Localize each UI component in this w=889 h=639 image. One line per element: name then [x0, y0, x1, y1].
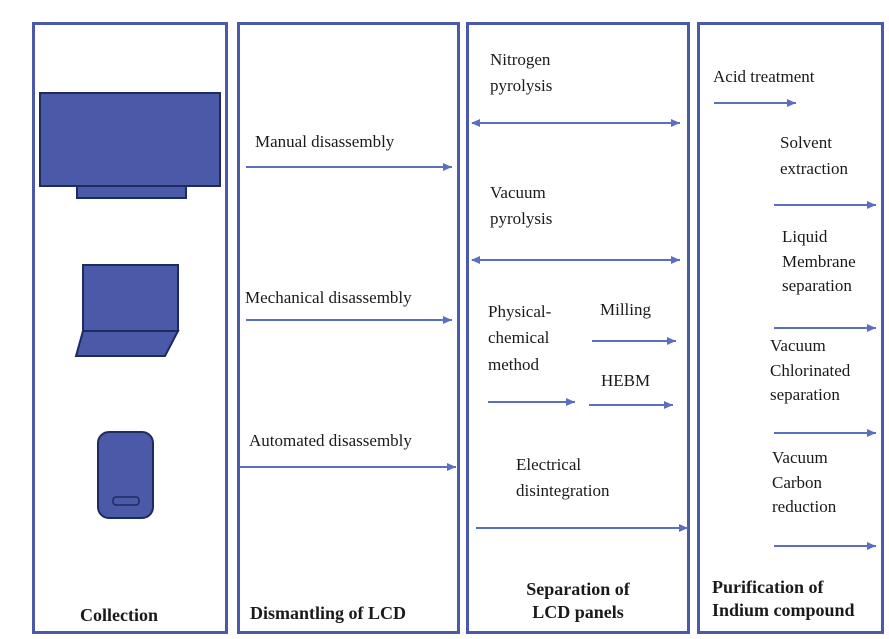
purification-title-line2: Indium compound [712, 600, 855, 621]
separation-title-line2: LCD panels [532, 602, 624, 623]
purification-column [697, 22, 884, 634]
physical-chemical-label: Physical- chemical method [488, 299, 551, 378]
dismantling-title: Dismantling of LCD [250, 603, 407, 623]
separation-title-line1: Separation of [526, 579, 630, 599]
vcs-line3: separation [770, 385, 840, 405]
vacuum-carbon-label: Vacuum Carbon reduction [772, 446, 836, 520]
laptop-icon [74, 264, 180, 357]
nitrogen-line1: Nitrogen [490, 50, 551, 69]
separation-title: Separation of LCD panels [470, 578, 686, 625]
liquid-line1: Liquid [782, 227, 828, 246]
liquid-membrane-label: Liquid Membrane separation [782, 225, 856, 299]
collection-column [32, 22, 228, 634]
vcr-line3: reduction [772, 497, 837, 517]
acid-treatment-label: Acid treatment [713, 67, 815, 86]
solvent-line2: extraction [780, 158, 848, 178]
electrical-line2: disintegration [516, 480, 610, 500]
collection-title: Collection [80, 605, 158, 625]
nitrogen-line2: pyrolysis [490, 75, 553, 95]
vacuum-line2: pyrolysis [490, 208, 553, 228]
vacuum-line1: Vacuum [490, 183, 546, 202]
dismantling-column [237, 22, 460, 634]
solvent-line1: Solvent [780, 133, 832, 152]
hebm-label: HEBM [601, 371, 651, 390]
vcs-line1: Vacuum [770, 336, 826, 355]
electrical-disintegration-label: Electrical disintegration [516, 452, 609, 503]
nitrogen-pyrolysis-label: Nitrogen pyrolysis [490, 47, 552, 98]
milling-label: Milling [600, 300, 652, 319]
physchem-line2: chemical [488, 328, 550, 348]
solvent-extraction-label: Solvent extraction [780, 130, 848, 181]
physchem-line3: method [488, 354, 539, 374]
electrical-line1: Electrical [516, 455, 582, 474]
vacuum-chlorinated-label: Vacuum Chlorinated separation [770, 334, 850, 408]
separation-column [466, 22, 690, 634]
automated-disassembly-label: Automated disassembly [249, 431, 412, 450]
liquid-line3: separation [782, 276, 852, 296]
mechanical-disassembly-label: Mechanical disassembly [245, 288, 412, 307]
monitor-icon [39, 92, 221, 199]
vcr-line2: Carbon [772, 472, 823, 492]
manual-disassembly-label: Manual disassembly [255, 132, 395, 151]
physchem-line1: Physical- [488, 302, 552, 321]
purification-title: Purification of Indium compound [712, 576, 855, 623]
vcr-line1: Vacuum [772, 448, 828, 467]
liquid-line2: Membrane [782, 251, 856, 271]
smartphone-icon [97, 431, 154, 519]
purification-title-line1: Purification of [712, 577, 824, 597]
vcs-line2: Chlorinated [770, 360, 851, 380]
vacuum-pyrolysis-label: Vacuum pyrolysis [490, 180, 552, 231]
